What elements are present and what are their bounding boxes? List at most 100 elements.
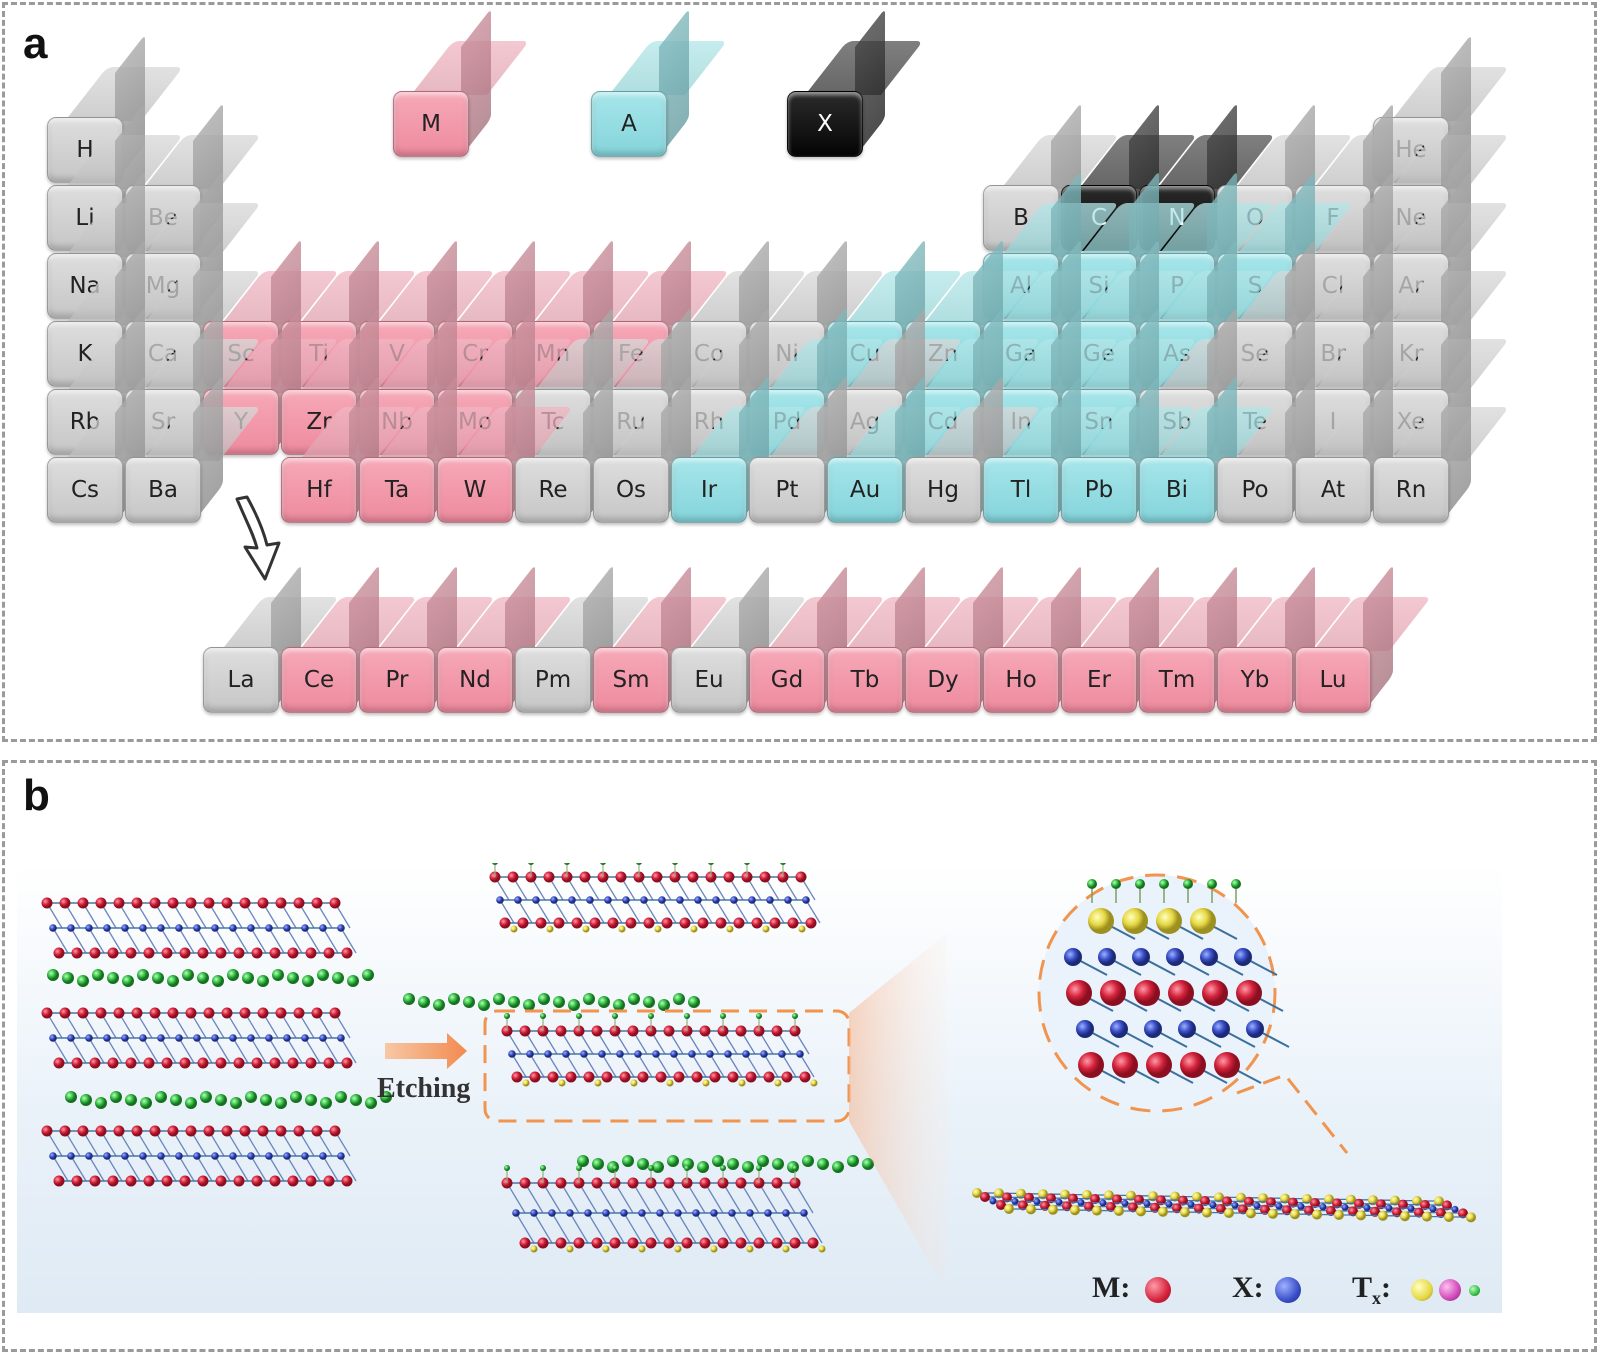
- mxene-layer-highlighted: [501, 1013, 818, 1087]
- element-tile-er: Er: [1061, 564, 1198, 713]
- key-m-label: M:: [1092, 1271, 1131, 1304]
- max-layer-3: [41, 1125, 357, 1187]
- a-layer-row-1: [47, 969, 374, 987]
- element-symbol: Cs: [47, 457, 123, 523]
- element-symbol: La: [203, 647, 279, 713]
- element-tile-ce: Ce: [281, 564, 418, 713]
- element-symbol: X: [787, 91, 863, 157]
- element-symbol: Ce: [281, 647, 357, 713]
- element-symbol: M: [393, 91, 469, 157]
- element-symbol: Bi: [1139, 457, 1215, 523]
- element-tile-sm: Sm: [593, 564, 730, 713]
- element-symbol: Pr: [359, 647, 435, 713]
- x-atom-icon: [1275, 1277, 1301, 1303]
- element-tile-rn: Rn: [1373, 374, 1510, 523]
- element-tile-eu: Eu: [671, 564, 808, 713]
- element-tile-pb: Pb: [1061, 374, 1198, 523]
- element-tile-pm: Pm: [515, 564, 652, 713]
- element-symbol: At: [1295, 457, 1371, 523]
- element-tile-re: Re: [515, 374, 652, 523]
- element-symbol: Ho: [983, 647, 1059, 713]
- tx-pink-atom-icon: [1439, 1279, 1461, 1301]
- released-a-row-2: [577, 1155, 874, 1173]
- element-symbol: Lu: [1295, 647, 1371, 713]
- element-tile-tb: Tb: [827, 564, 964, 713]
- legend-m: M: [393, 8, 530, 158]
- released-a-row-1: [403, 993, 700, 1011]
- element-symbol: A: [591, 91, 667, 157]
- tx-yellow-atom-icon: [1411, 1279, 1433, 1301]
- key-x-label: X:: [1232, 1271, 1264, 1304]
- etching-label: Etching: [377, 1073, 471, 1104]
- element-symbol: Tm: [1139, 647, 1215, 713]
- element-tile-at: At: [1295, 374, 1432, 523]
- panel-b-etching-schematic: b Etching M: X: Tx:: [2, 760, 1597, 1352]
- element-tile-yb: Yb: [1217, 564, 1354, 713]
- max-layer-2: [41, 1007, 357, 1069]
- element-symbol: Er: [1061, 647, 1137, 713]
- element-tile-la: La: [203, 564, 340, 713]
- tx-green-atom-icon: [1469, 1285, 1480, 1296]
- element-symbol: Rn: [1373, 457, 1449, 523]
- element-tile-gd: Gd: [749, 564, 886, 713]
- element-symbol: Pt: [749, 457, 825, 523]
- etching-arrow: [385, 1033, 467, 1069]
- element-symbol: Os: [593, 457, 669, 523]
- element-tile-cs: Cs: [47, 374, 184, 523]
- element-symbol: Ba: [125, 457, 201, 523]
- legend-a: A: [591, 8, 728, 158]
- element-tile-hf: Hf: [281, 374, 418, 523]
- element-symbol: Dy: [905, 647, 981, 713]
- element-symbol: Nd: [437, 647, 513, 713]
- element-tile-nd: Nd: [437, 564, 574, 713]
- element-symbol: Eu: [671, 647, 747, 713]
- zoom-beam: [849, 933, 947, 1293]
- m-atom-icon: [1145, 1277, 1171, 1303]
- element-tile-po: Po: [1217, 374, 1354, 523]
- element-tile-pt: Pt: [749, 374, 886, 523]
- element-symbol: Ir: [671, 457, 747, 523]
- a-layer-row-2: [65, 1091, 392, 1109]
- element-tile-dy: Dy: [905, 564, 1042, 713]
- element-symbol: Pm: [515, 647, 591, 713]
- element-tile-w: W: [437, 374, 574, 523]
- element-tile-ba: Ba: [125, 374, 262, 523]
- element-symbol: Gd: [749, 647, 825, 713]
- element-tile-ho: Ho: [983, 564, 1120, 713]
- element-symbol: Tb: [827, 647, 903, 713]
- element-symbol: W: [437, 457, 513, 523]
- element-symbol: Sm: [593, 647, 669, 713]
- element-tile-os: Os: [593, 374, 730, 523]
- element-tile-tl: Tl: [983, 374, 1120, 523]
- element-symbol: Pb: [1061, 457, 1137, 523]
- element-tile-tm: Tm: [1139, 564, 1276, 713]
- element-symbol: Hg: [905, 457, 981, 523]
- panel-b-label: b: [23, 771, 50, 820]
- mxene-structures: [41, 863, 1476, 1293]
- element-symbol: Hf: [281, 457, 357, 523]
- element-tile-pr: Pr: [359, 564, 496, 713]
- element-symbol: Ta: [359, 457, 435, 523]
- panel-a-label: a: [23, 19, 48, 68]
- mxene-layer-bottom: [501, 1165, 826, 1253]
- legend-x: X: [787, 8, 924, 158]
- element-tile-bi: Bi: [1139, 374, 1276, 523]
- element-tile-hg: Hg: [905, 374, 1042, 523]
- element-tile-lu: Lu: [1295, 564, 1432, 713]
- mxene-scene: Etching M: X: Tx:: [17, 863, 1502, 1313]
- max-layer-1: [41, 897, 357, 959]
- element-symbol: Tl: [983, 457, 1059, 523]
- element-symbol: Po: [1217, 457, 1293, 523]
- mxene-sheet-large: [972, 1188, 1476, 1223]
- element-symbol: Au: [827, 457, 903, 523]
- zoom-callout-lines: [1236, 1073, 1349, 1154]
- element-tile-ta: Ta: [359, 374, 496, 523]
- down-arrow-icon: [235, 495, 281, 581]
- zoom-circle: [1037, 873, 1290, 1113]
- element-symbol: Yb: [1217, 647, 1293, 713]
- element-tile-au: Au: [827, 374, 964, 523]
- panel-a-periodic-table: a MAX HHeLiBeBCNOFNeNaMgAlSiPSClArKCaScT…: [2, 2, 1597, 742]
- element-symbol: Re: [515, 457, 591, 523]
- mxene-layer-top: [489, 863, 821, 933]
- element-tile-ir: Ir: [671, 374, 808, 523]
